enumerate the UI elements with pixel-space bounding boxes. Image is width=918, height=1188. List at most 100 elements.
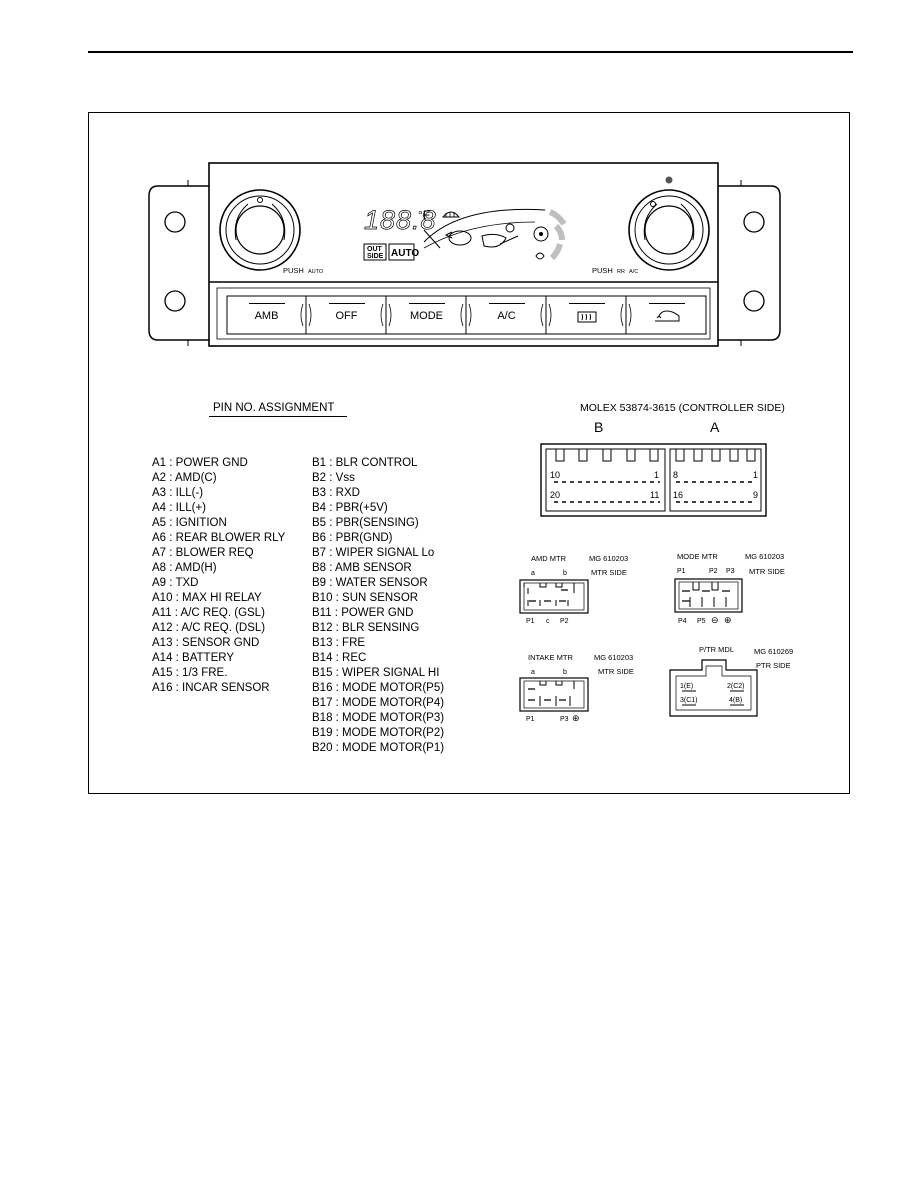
- molex-title: MOLEX 53874-3615 (CONTROLLER SIDE): [580, 402, 785, 414]
- svg-text:P4: P4: [678, 618, 687, 625]
- list-item: B13 : FRE: [312, 637, 366, 649]
- svg-text:10: 10: [550, 470, 560, 480]
- lcd-display: 188.8 °F OUT SIDE AUTO: [363, 205, 567, 261]
- svg-text:AUTO: AUTO: [308, 269, 324, 275]
- svg-text:P1: P1: [526, 716, 535, 723]
- connector-b-label: B: [594, 419, 603, 435]
- svg-text:⊕: ⊕: [572, 713, 580, 723]
- front-defrost-icon: [441, 211, 461, 218]
- push-auto-label: PUSH: [283, 266, 304, 275]
- list-item: A7 : BLOWER REQ: [152, 547, 254, 559]
- mount-hole: [164, 290, 186, 312]
- svg-text:20: 20: [550, 490, 560, 500]
- svg-text:MG 610269: MG 610269: [754, 647, 793, 656]
- list-item: A3 : ILL(-): [152, 487, 204, 499]
- list-item: B8 : AMB SENSOR: [312, 562, 412, 574]
- header-rule: [88, 51, 853, 53]
- list-item: B14 : REC: [312, 652, 367, 664]
- outside-badge: [363, 243, 387, 261]
- list-item: A14 : BATTERY: [152, 652, 235, 664]
- connector-diagrams: MOLEX 53874-3615 (CONTROLLER SIDE) B A 1…: [519, 402, 793, 723]
- list-item: A2 : AMD(C): [152, 472, 217, 484]
- svg-text:PTR SIDE: PTR SIDE: [756, 661, 791, 670]
- list-item: B15 : WIPER SIGNAL HI: [312, 667, 440, 679]
- svg-text:16: 16: [673, 490, 683, 500]
- svg-text:MTR SIDE: MTR SIDE: [591, 568, 627, 577]
- list-item: A6 : REAR BLOWER RLY: [152, 532, 286, 544]
- list-item: B5 : PBR(SENSING): [312, 517, 419, 529]
- svg-text:A/C: A/C: [629, 269, 638, 275]
- svg-text:MG 610203: MG 610203: [594, 653, 633, 662]
- svg-text:P1: P1: [526, 618, 535, 625]
- list-item: A12 : A/C REQ. (DSL): [152, 622, 266, 634]
- svg-text:4(B): 4(B): [729, 697, 742, 704]
- list-item: B6 : PBR(GND): [312, 532, 393, 544]
- mount-hole: [743, 211, 765, 233]
- list-item: A5 : IGNITION: [152, 517, 227, 529]
- left-temperature-knob: [219, 189, 301, 271]
- list-item: B18 : MODE MOTOR(P3): [312, 712, 445, 724]
- svg-text:MTR SIDE: MTR SIDE: [749, 567, 785, 576]
- svg-text:INTAKE MTR: INTAKE MTR: [528, 653, 573, 662]
- svg-text:MG 610203: MG 610203: [745, 552, 784, 561]
- mode-motor-connector: MODE MTR MG 610203 MTR SIDE P1 P2 P3 P4 …: [674, 552, 785, 625]
- airflow-arc: [423, 208, 546, 243]
- right-fan-knob: [628, 176, 710, 271]
- pin-assignment-title-underline: [209, 416, 347, 417]
- svg-text:SIDE: SIDE: [367, 253, 384, 260]
- list-item: B16 : MODE MOTOR(P5): [312, 682, 445, 694]
- list-item: B11 : POWER GND: [312, 607, 414, 619]
- list-item: A16 : INCAR SENSOR: [152, 682, 270, 694]
- list-item: B20 : MODE MOTOR(P1): [312, 742, 445, 754]
- svg-text:1(E): 1(E): [680, 683, 693, 690]
- list-item: B10 : SUN SENSOR: [312, 592, 419, 604]
- list-item: B19 : MODE MOTOR(P2): [312, 727, 445, 739]
- svg-text:8: 8: [673, 470, 678, 480]
- svg-text:AUTO: AUTO: [391, 248, 419, 259]
- amd-motor-connector: AMD MTR MG 610203 MTR SIDE a b P1 c P2: [519, 554, 628, 625]
- svg-text:a: a: [531, 669, 535, 676]
- svg-text:P2: P2: [560, 618, 569, 625]
- svg-text:1: 1: [753, 470, 758, 480]
- auto-badge: [388, 243, 415, 261]
- temperature-unit: °F: [418, 208, 430, 222]
- svg-text:P5: P5: [697, 618, 706, 625]
- push-rr-ac-label: PUSH: [592, 266, 613, 275]
- passenger-icon: [481, 223, 519, 248]
- left-mount-bracket: [148, 185, 209, 341]
- intake-motor-connector: INTAKE MTR MG 610203 MTR SIDE a b P1 P3 …: [519, 653, 634, 723]
- svg-text:b: b: [563, 669, 567, 676]
- svg-text:11: 11: [650, 490, 659, 500]
- svg-text:OUT: OUT: [367, 246, 383, 253]
- mount-hole: [164, 211, 186, 233]
- svg-text:⊖: ⊖: [711, 615, 719, 625]
- list-item: B1 : BLR CONTROL: [312, 457, 418, 469]
- svg-text:MODE MTR: MODE MTR: [677, 552, 718, 561]
- connector-a-label: A: [710, 419, 720, 435]
- list-item: A15 : 1/3 FRE.: [152, 667, 228, 679]
- list-item: B2 : Vss: [312, 472, 355, 484]
- svg-text:⊕: ⊕: [724, 615, 732, 625]
- svg-text:RR: RR: [617, 269, 625, 275]
- list-item: A10 : MAX HI RELAY: [152, 592, 262, 604]
- svg-text:P2: P2: [709, 568, 718, 575]
- svg-text:MG 610203: MG 610203: [589, 554, 628, 563]
- list-item: B3 : RXD: [312, 487, 360, 499]
- svg-text:AMD MTR: AMD MTR: [531, 554, 567, 563]
- pin-assignment-title: PIN NO. ASSIGNMENT: [213, 402, 335, 414]
- fan-speed-indicator-icon: [533, 209, 567, 261]
- recirculation-indicator-icon: [444, 230, 472, 246]
- list-item: A9 : TXD: [152, 577, 199, 589]
- svg-text:MTR SIDE: MTR SIDE: [598, 667, 634, 676]
- svg-text:P3: P3: [726, 568, 735, 575]
- list-item: B12 : BLR SENSING: [312, 622, 420, 634]
- list-item: A8 : AMD(H): [152, 562, 217, 574]
- svg-text:1: 1: [654, 470, 659, 480]
- airflow-arc: [423, 221, 536, 249]
- svg-text:9: 9: [753, 490, 758, 500]
- mount-hole: [743, 290, 765, 312]
- diagram-frame: [88, 112, 850, 794]
- list-item: A13 : SENSOR GND: [152, 637, 260, 649]
- list-item: B17 : MODE MOTOR(P4): [312, 697, 445, 709]
- svg-text:P3: P3: [560, 716, 569, 723]
